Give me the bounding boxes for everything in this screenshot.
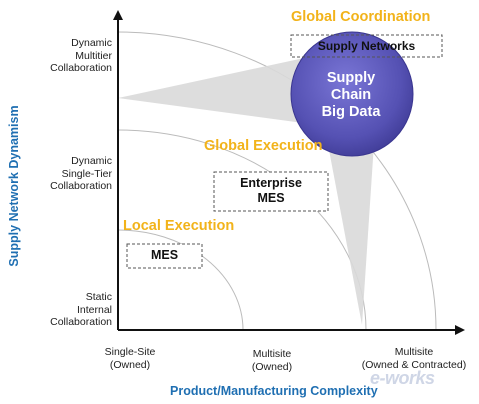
x-axis-title: Product/Manufacturing Complexity [170, 384, 378, 398]
zone-global-coordination: Global Coordination [291, 9, 431, 25]
big-data-circle [290, 31, 414, 157]
y-axis-title: Supply Network Dynamism [7, 105, 21, 267]
enterprise-mes-label: Enterprise MES [240, 176, 302, 205]
wedge-y [118, 55, 340, 128]
y-level-single-tier: Dynamic Single-Tier Collaboration [50, 155, 112, 192]
mes-box [126, 243, 203, 269]
x-level-multisite-contracted: Multisite (Owned & Contracted) [361, 346, 467, 371]
x-level-single-site: Single-Site (Owned) [104, 346, 156, 371]
supply-networks-label: Supply Networks [317, 39, 416, 53]
wedge-x [323, 118, 375, 325]
y-level-internal: Static Internal Collaboration [50, 291, 112, 328]
zone-global-execution: Global Execution [204, 138, 323, 154]
eworks-logo: e-works [370, 368, 435, 388]
enterprise-mes-box [213, 171, 329, 212]
x-level-multisite-owned: Multisite (Owned) [251, 348, 293, 373]
zone-local-execution: Local Execution [123, 218, 235, 234]
mes-label: MES [150, 248, 179, 262]
arc-local [117, 229, 244, 331]
y-level-multitier: Dynamic Multitier Collaboration [50, 37, 112, 74]
big-data-label: Supply Chain Big Data [321, 70, 381, 120]
supply-networks-box [290, 34, 443, 58]
